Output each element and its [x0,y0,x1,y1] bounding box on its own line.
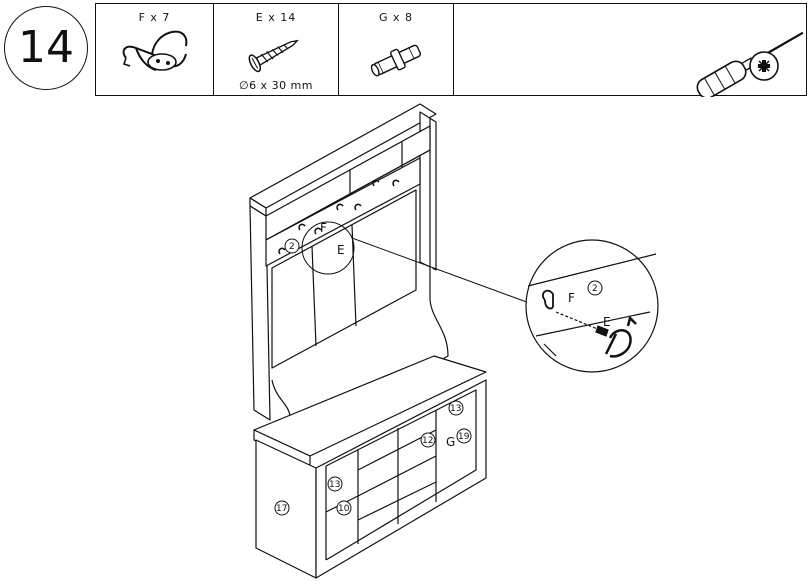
callout-screw-detail: E [603,315,611,329]
part-quantity-g: G x 8 [378,11,414,24]
panel-number-12: 12 [422,436,433,446]
panel-number-13b: 13 [329,480,340,490]
callout-dowel: G [446,435,455,449]
panel-number-2b: 2 [592,284,598,294]
screw-icon [248,39,300,73]
panel-number-2a: 2 [289,242,295,252]
magnified-detail [525,239,659,373]
step-number: 14 [18,22,74,73]
parts-list-table: F x 7 E x 14 ∅6 x 30 mm G x 8 [95,3,807,97]
callout-hook-main: F [320,221,327,235]
dowel-icon [370,44,422,77]
step-number-badge: 14 [4,6,88,90]
detail-leader-top [351,237,533,305]
callout-screw-main: E [337,243,345,257]
phillips-screwdriver-icon [696,31,804,97]
panel-number-17: 17 [276,504,287,514]
tool-cell [454,4,806,97]
part-cell-e: E x 14 ∅6 x 30 mm [214,4,339,95]
detail-source-circle [301,221,355,275]
callout-hook-detail: F [568,291,575,305]
drawing-labels: F E F E G [320,221,611,449]
panel-number-19: 19 [458,432,470,442]
part-quantity-e: E x 14 [255,11,297,24]
part-quantity-f: F x 7 [138,11,171,24]
part-spec-e: ∅6 x 30 mm [238,79,313,92]
panel-number-markers [274,238,603,516]
installed-hooks [278,179,400,255]
coat-hook-icon [122,30,188,71]
panel-number-texts: 2 2 13 12 19 13 10 17 [276,242,598,514]
part-cell-f: F x 7 [96,4,214,95]
panel-number-13a: 13 [450,404,461,414]
panel-number-10: 10 [338,504,350,514]
part-cell-g: G x 8 [339,4,454,95]
